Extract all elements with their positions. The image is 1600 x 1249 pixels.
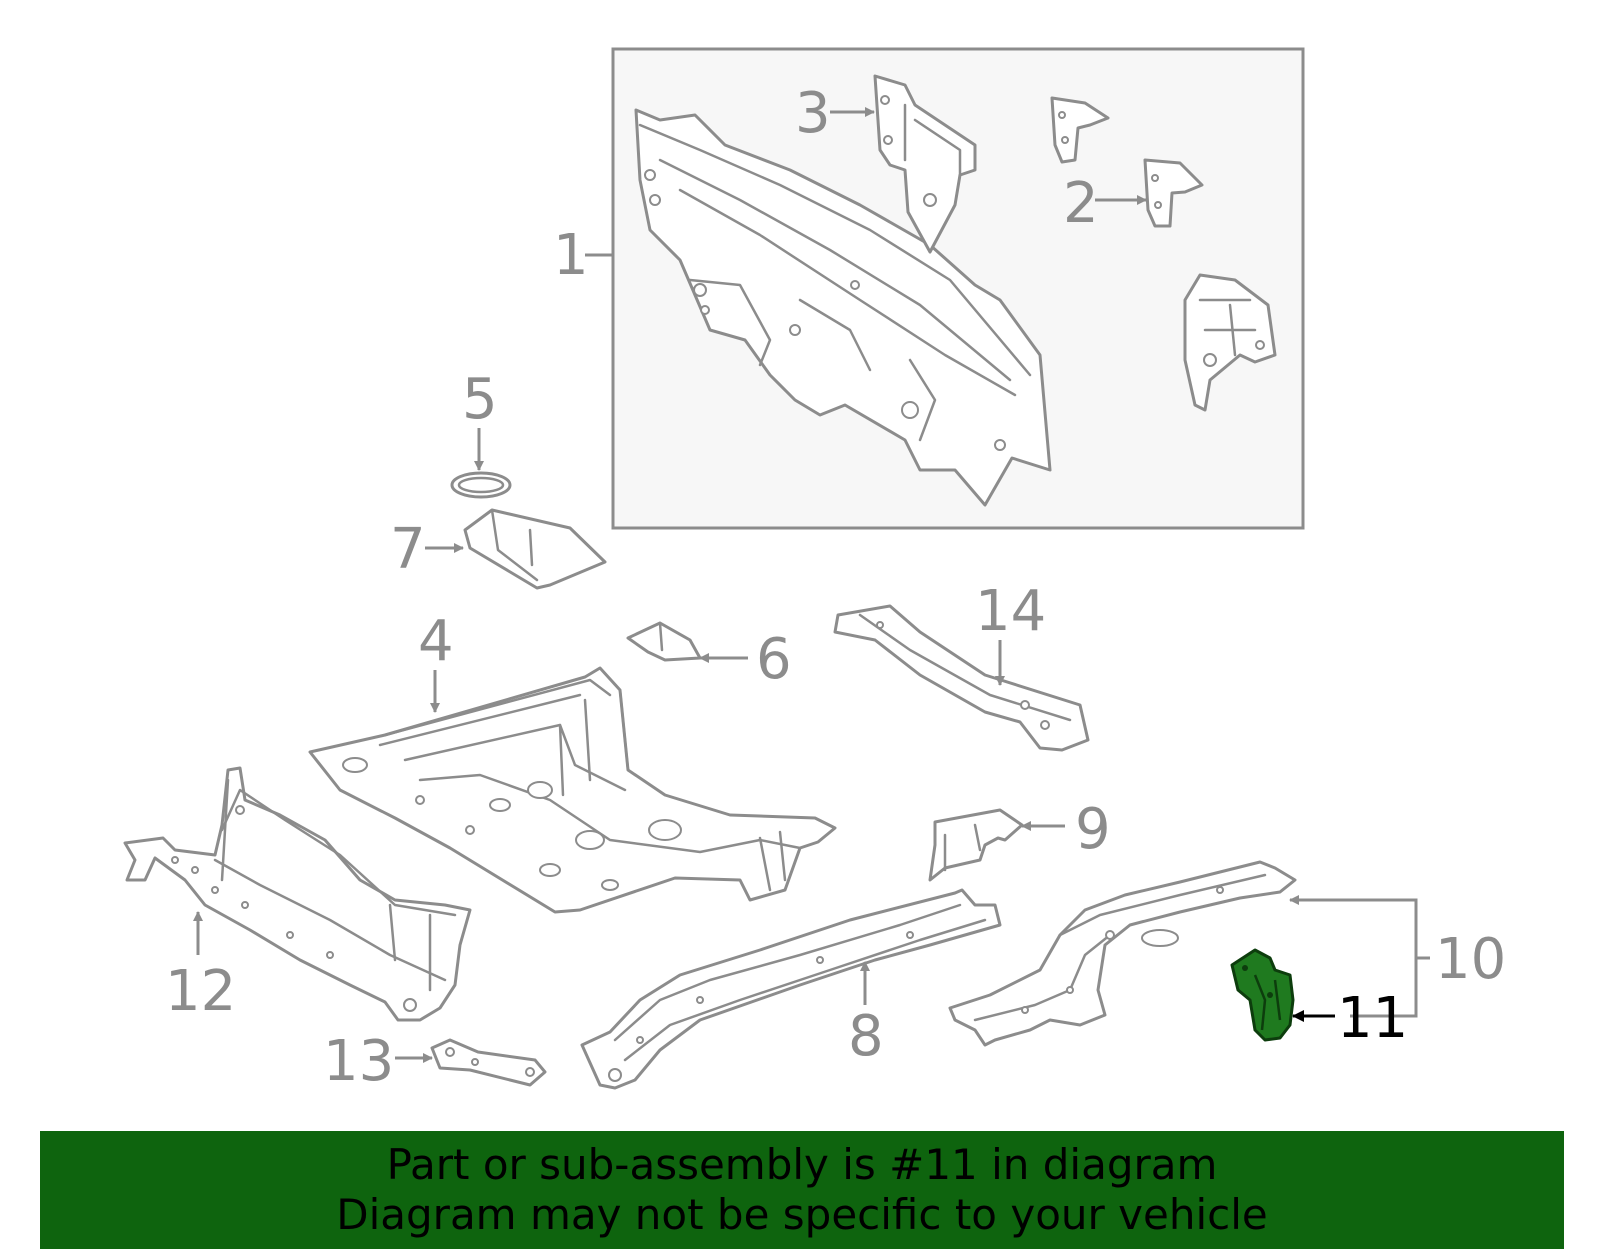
part-2-bracket-lower[interactable]	[1143, 158, 1204, 228]
part-6-bracket[interactable]	[626, 621, 702, 662]
part-3-bracket[interactable]	[873, 74, 977, 254]
callout-8: 8	[848, 1004, 884, 1069]
callout-14: 14	[975, 579, 1046, 644]
callout-5: 5	[462, 367, 498, 432]
part-5-ring[interactable]	[450, 471, 512, 499]
callout-13: 13	[323, 1029, 394, 1094]
callout-4: 4	[418, 609, 454, 674]
callout-12: 12	[165, 959, 236, 1024]
part-13-bracket[interactable]	[430, 1038, 547, 1087]
part-2-bracket-upper[interactable]	[1050, 96, 1110, 164]
callout-7: 7	[390, 517, 426, 582]
part-14-crossmember[interactable]	[833, 604, 1090, 752]
callout-1: 1	[553, 223, 589, 288]
callout-6: 6	[756, 627, 792, 692]
leader-10	[1289, 895, 1418, 958]
callout-10: 10	[1435, 927, 1506, 992]
banner-line-2: Diagram may not be specific to your vehi…	[336, 1190, 1268, 1239]
callout-11: 11	[1337, 986, 1408, 1051]
info-banner: Part or sub-assembly is #11 in diagram D…	[40, 1131, 1564, 1249]
bracket-10-11	[1350, 958, 1418, 1018]
parts-diagram: 1 3 2 5 7 6	[123, 47, 1506, 1094]
part-4-floor-pan[interactable]	[308, 666, 837, 914]
banner-line-1: Part or sub-assembly is #11 in diagram	[386, 1140, 1218, 1189]
part-1-gusset[interactable]	[1183, 273, 1277, 412]
part-9-bracket[interactable]	[928, 808, 1024, 882]
callout-2: 2	[1063, 171, 1099, 236]
callout-9: 9	[1075, 797, 1111, 862]
part-1-rear-panel[interactable]	[634, 108, 1052, 507]
part-11-bracket-highlighted[interactable]	[1230, 948, 1295, 1042]
part-10-rear-side-member[interactable]	[948, 860, 1297, 1047]
callout-3: 3	[795, 81, 831, 146]
part-12-end-frame[interactable]	[123, 766, 472, 1022]
part-8-side-member[interactable]	[580, 888, 1002, 1090]
part-7-bracket[interactable]	[463, 508, 607, 590]
